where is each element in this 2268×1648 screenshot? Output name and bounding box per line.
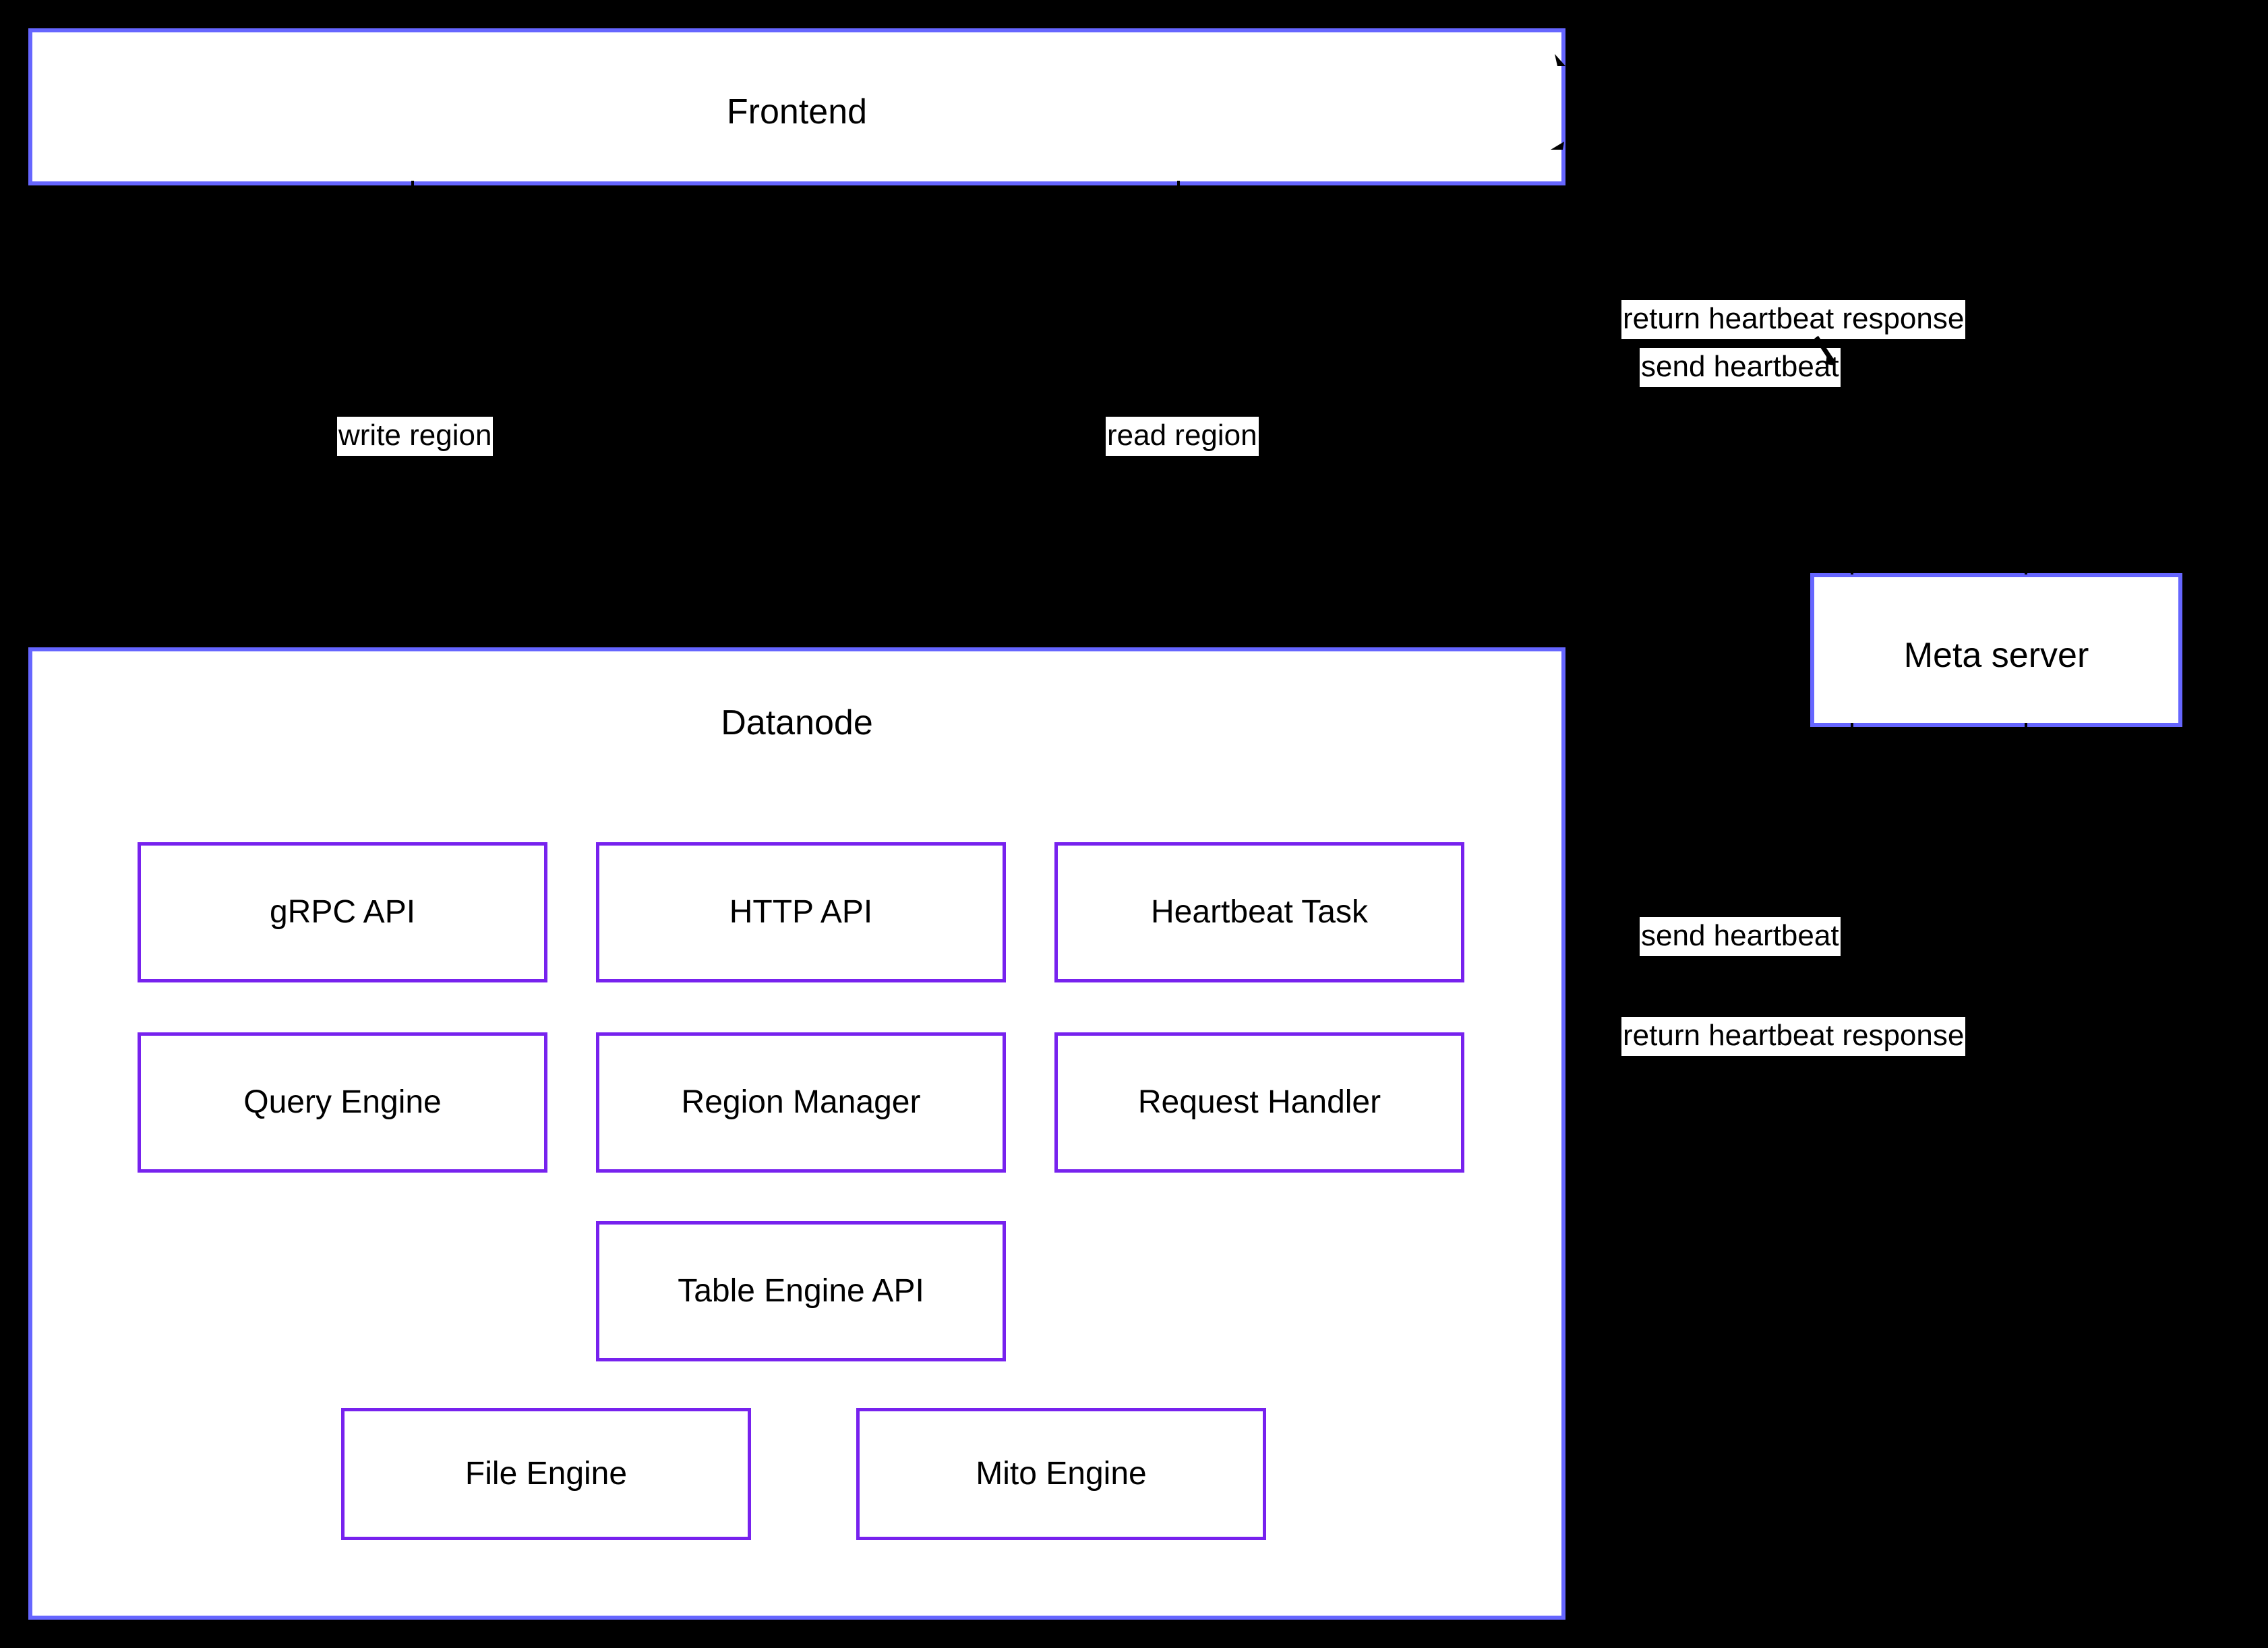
component-table-engine-api[interactable]: Table Engine API [596, 1221, 1006, 1361]
component-mito-engine[interactable]: Mito Engine [856, 1408, 1266, 1540]
component-region-manager-label: Region Manager [681, 1084, 921, 1120]
component-request-handler-label: Request Handler [1137, 1084, 1381, 1120]
edge-label-write-region: write region [337, 417, 494, 456]
connector-stub-frontend-read-region [1174, 181, 1183, 196]
node-frontend-title: Frontend [726, 92, 868, 131]
arrowhead-frontend-from-meta-up [1548, 135, 1575, 162]
arrowhead-datanode-from-meta-lower [1563, 1327, 1590, 1354]
connector-stub-meta-top-left [1849, 561, 1855, 575]
connector-stub-frontend-write-region [409, 181, 417, 196]
edge-label-frontend-return-heartbeat-response: return heartbeat response [1621, 300, 1966, 339]
connector-stub-meta-top-right [2023, 561, 2029, 575]
edge-label-datanode-send-heartbeat: send heartbeat [1640, 917, 1841, 956]
component-query-engine[interactable]: Query Engine [138, 1032, 547, 1173]
component-heartbeat-task-label: Heartbeat Task [1151, 893, 1368, 930]
connector-stub-meta-bottom-right [2023, 723, 2029, 738]
component-http-api-label: HTTP API [729, 893, 873, 930]
component-region-manager[interactable]: Region Manager [596, 1032, 1006, 1173]
component-grpc-api[interactable]: gRPC API [138, 842, 547, 982]
component-http-api[interactable]: HTTP API [596, 842, 1006, 982]
node-datanode[interactable]: Datanode gRPC API HTTP API Heartbeat Tas… [28, 647, 1565, 1620]
arrowhead-datanode-from-meta-upper [1563, 1156, 1590, 1183]
component-grpc-api-label: gRPC API [269, 893, 416, 930]
component-file-engine-label: File Engine [465, 1455, 628, 1492]
component-request-handler[interactable]: Request Handler [1054, 1032, 1464, 1173]
arrowhead-frontend-from-meta-down [1551, 53, 1578, 80]
edge-label-datanode-return-heartbeat-response: return heartbeat response [1621, 1017, 1966, 1056]
node-frontend[interactable]: Frontend [28, 28, 1565, 185]
connector-stub-meta-bottom-left [1849, 723, 1855, 738]
arrowhead-frontend-to-meta [1814, 336, 1847, 374]
component-table-engine-api-label: Table Engine API [678, 1272, 924, 1309]
component-query-engine-label: Query Engine [243, 1084, 442, 1120]
node-datanode-title: Datanode [721, 703, 873, 742]
edge-label-frontend-send-heartbeat: send heartbeat [1640, 348, 1841, 387]
node-meta-server-title: Meta server [1903, 636, 2089, 675]
component-file-engine[interactable]: File Engine [341, 1408, 751, 1540]
edge-label-read-region: read region [1106, 417, 1259, 456]
component-heartbeat-task[interactable]: Heartbeat Task [1054, 842, 1464, 982]
component-mito-engine-label: Mito Engine [976, 1455, 1147, 1492]
node-meta-server[interactable]: Meta server [1810, 573, 2182, 727]
